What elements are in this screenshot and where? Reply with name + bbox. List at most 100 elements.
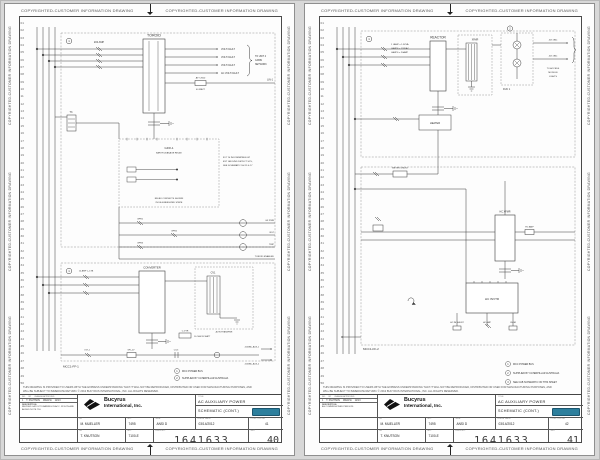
destination-note: TO UNIT 4 bbox=[255, 56, 267, 58]
copyright-text: COPYRIGHTED-CUSTOMER INFORMATION DRAWING bbox=[320, 446, 434, 451]
hc-xfmr-rect: HC XFMR bbox=[494, 211, 516, 262]
duc-lamps: DUC 1 bbox=[492, 32, 534, 91]
contact-label: GFR3 bbox=[137, 243, 144, 245]
hc-rails bbox=[355, 181, 575, 283]
bus-lines bbox=[335, 27, 357, 354]
side-note: SEE SCHEMATIC SH 15 & 17 bbox=[223, 164, 253, 167]
svg-text:1: 1 bbox=[176, 370, 178, 373]
drawn-no-cell: NO. 7495 bbox=[125, 417, 153, 429]
side-note: IF IT IS INCOMPATIBLE W/ bbox=[223, 156, 250, 159]
destination-note: CABIN bbox=[255, 59, 262, 62]
cont-on-sheet-cell: CONT ON SH. 41 bbox=[248, 417, 283, 429]
contact-label: GFR2 bbox=[171, 231, 178, 233]
relay-state-note: RELAY CONTACTS SHOWN bbox=[155, 197, 184, 200]
reactor-feeders bbox=[337, 46, 430, 68]
bottom-control-row bbox=[61, 348, 273, 361]
bottom-copyright-banner: COPYRIGHTED-CUSTOMER INFORMATION DRAWING… bbox=[5, 446, 294, 452]
side-note: EXT GROUND DETECT SYS, bbox=[223, 161, 253, 163]
checked-by-cell: BY T. KNUTSON bbox=[77, 429, 125, 442]
lower-section-boundary bbox=[60, 262, 276, 362]
copyright-text-vertical: COPYRIGHTED-CUSTOMER INFORMATION DRAWING bbox=[308, 316, 312, 415]
revision-table: NO. BY CHANGE APPROVED 1 T. KNUTSON 08/2… bbox=[320, 395, 377, 442]
schematic-sheet-40: 200 AMP TOROID VOLT FAULT VOLT FAULT VOL… bbox=[35, 27, 276, 381]
title-block: NO. BY CHANGE APPROVED 1 T. KNUTSON 08/2… bbox=[20, 394, 283, 443]
copyright-text: COPYRIGHTED-CUSTOMER INFORMATION DRAWING bbox=[165, 446, 279, 451]
copyright-text: COPYRIGHTED-CUSTOMER INFORMATION DRAWING bbox=[465, 8, 579, 13]
sheet-number-cell: SHT 40 bbox=[248, 429, 283, 442]
lamp-note: LAMPS = 20AMP bbox=[391, 51, 409, 54]
toroid-ct: TOROID bbox=[142, 34, 166, 114]
mcc-label: MCC1-FF-1 bbox=[63, 365, 79, 369]
drawing-number: 1641633 bbox=[474, 434, 530, 443]
destination-note: NETWORK bbox=[255, 64, 267, 66]
copyright-text-vertical: COPYRIGHTED-CUSTOMER INFORMATION DRAWING bbox=[287, 316, 291, 415]
contact-label: GFR1 bbox=[137, 219, 144, 221]
sheet-number: 40 bbox=[266, 435, 279, 442]
rail-label: GF PWR bbox=[265, 220, 274, 222]
drawn-by-cell: BY M. MUELLER bbox=[377, 417, 425, 429]
copyright-text-vertical: COPYRIGHTED-CUSTOMER INFORMATION DRAWING bbox=[8, 316, 12, 415]
duc-label: DUC 1 bbox=[503, 88, 511, 91]
top-center-tick bbox=[147, 4, 153, 15]
dept-no-cell: NO. 7100-E bbox=[125, 429, 153, 442]
issue-date-cell: ISSUE DATE 03/14/2012 bbox=[495, 417, 548, 429]
revision-table: NO. BY CHANGE APPROVED 1 T. KNUTSON 08/2… bbox=[20, 395, 77, 442]
reactor-rect: REACTOR bbox=[429, 36, 446, 92]
legal-fine-print: THIS DRAWING IS PROVIDED TO USERS WITH T… bbox=[23, 386, 252, 393]
t3-transformer: T3 bbox=[55, 111, 120, 139]
copyright-text: COPYRIGHTED-CUSTOMER INFORMATION DRAWING bbox=[320, 8, 434, 13]
schematic-sheet-41: 1 1 LAMP = 1.5KVA LAMPS = 120VAC LAMPS =… bbox=[335, 25, 577, 385]
cv1-label: CV1 bbox=[211, 272, 216, 275]
component-label: GFL-2V bbox=[127, 350, 135, 352]
checked-by-cell: BY T. KNUTSON bbox=[377, 429, 425, 442]
bucyrus-logo-icon bbox=[384, 399, 400, 410]
component-label: CHGR bbox=[510, 322, 517, 324]
title-block: NO. BY CHANGE APPROVED 1 T. KNUTSON 08/2… bbox=[320, 394, 583, 442]
rail-label: TOROID ENABLED bbox=[255, 255, 275, 258]
hc-inverter-label: HC INVTR bbox=[485, 297, 500, 301]
gfr-sublabel: EARTH LEAKAGE RELAY bbox=[156, 152, 182, 155]
bus-lines bbox=[35, 27, 57, 351]
hc-amp-label: HC AMP bbox=[525, 226, 534, 229]
drawing-subtitle-cell: SCHEMATIC (CONT.) bbox=[195, 405, 283, 417]
drawing-number: 1641633 bbox=[174, 434, 230, 443]
hc-inverter-rect: HC INVTR bbox=[465, 281, 519, 314]
copyright-text-vertical: COPYRIGHTED-CUSTOMER INFORMATION DRAWING bbox=[587, 172, 591, 271]
sheet-40-page: COPYRIGHTED-CUSTOMER INFORMATION DRAWING… bbox=[4, 3, 295, 456]
converter-ground-branch bbox=[146, 333, 171, 349]
svg-text:SUPPLIED BY CATERPILLAR AUSTRA: SUPPLIED BY CATERPILLAR AUSTRALIA bbox=[182, 377, 229, 380]
drawing-number-cell: DWG NO. 1641633 bbox=[453, 429, 548, 442]
svg-text:2: 2 bbox=[507, 372, 509, 375]
svg-text:1: 1 bbox=[507, 363, 509, 366]
lower-section-boundary bbox=[360, 166, 576, 346]
drawing-subtitle-cell: SCHEMATIC (CONT.) bbox=[495, 405, 583, 417]
dept-no-cell: NO. 7100-E bbox=[425, 429, 453, 442]
top-center-tick bbox=[447, 4, 453, 15]
gfr-relay-box: GFR-1 EARTH LEAKAGE RELAY RELAY CONTACTS… bbox=[118, 137, 220, 208]
svg-text:SEE CAB SCHEMATIC ON THIS SHEE: SEE CAB SCHEMATIC ON THIS SHEET bbox=[513, 381, 557, 384]
hc-xfmr-label: HC XFMR bbox=[500, 211, 511, 214]
sheet-number: 41 bbox=[566, 435, 579, 442]
destination-note: TO ACCESS bbox=[547, 67, 560, 70]
xfmr-label: XFMR bbox=[472, 40, 479, 42]
hc-amp-resistor: HC AMP bbox=[524, 226, 535, 235]
bucyrus-logo-icon bbox=[84, 399, 100, 410]
release-stamp bbox=[552, 408, 580, 416]
top-copyright-banner: COPYRIGHTED-CUSTOMER INFORMATION DRAWING… bbox=[5, 8, 294, 14]
copyright-text: COPYRIGHTED-CUSTOMER INFORMATION DRAWING bbox=[465, 446, 579, 451]
top-copyright-banner: COPYRIGHTED-CUSTOMER INFORMATION DRAWING… bbox=[305, 8, 594, 14]
xfmr-block: XFMR bbox=[446, 34, 493, 96]
reactor-ground-branch bbox=[432, 91, 458, 174]
output-wire-label: 415 VAC bbox=[549, 55, 558, 58]
sheet-41-page: COPYRIGHTED-CUSTOMER INFORMATION DRAWING… bbox=[304, 3, 595, 456]
fuse-rating-label: 12 AMP L-CTB bbox=[79, 270, 94, 273]
svg-text:MCC POWER BUS: MCC POWER BUS bbox=[182, 370, 203, 373]
note-marker-number: 2 bbox=[509, 27, 511, 31]
note-marker-number: 1 bbox=[368, 37, 370, 41]
component-label: HC IM SHUNT bbox=[450, 322, 464, 324]
size-cell: SIZE ANSI D bbox=[453, 417, 495, 429]
heater-label: HEATER bbox=[430, 121, 440, 125]
